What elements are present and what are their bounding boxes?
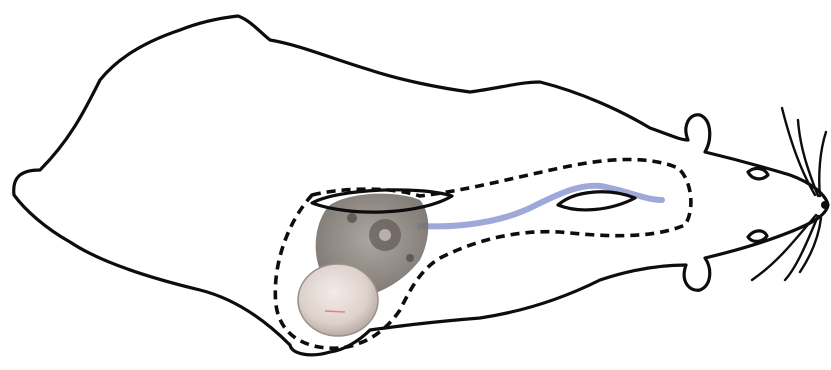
implanted-pump-device — [298, 194, 428, 336]
device-screw — [406, 254, 414, 262]
rat-body-outline — [14, 16, 828, 355]
rat-eye — [748, 168, 768, 178]
incision-slit — [558, 192, 635, 210]
whisker — [752, 215, 816, 280]
rat-eye — [748, 231, 767, 242]
rat-nose — [821, 201, 829, 209]
whisker — [819, 132, 826, 196]
rat-head — [748, 108, 829, 280]
catheter-tube — [420, 186, 662, 227]
device-gear-hub — [379, 229, 391, 241]
device-cap-mark — [325, 311, 345, 312]
device-screw — [347, 213, 357, 223]
